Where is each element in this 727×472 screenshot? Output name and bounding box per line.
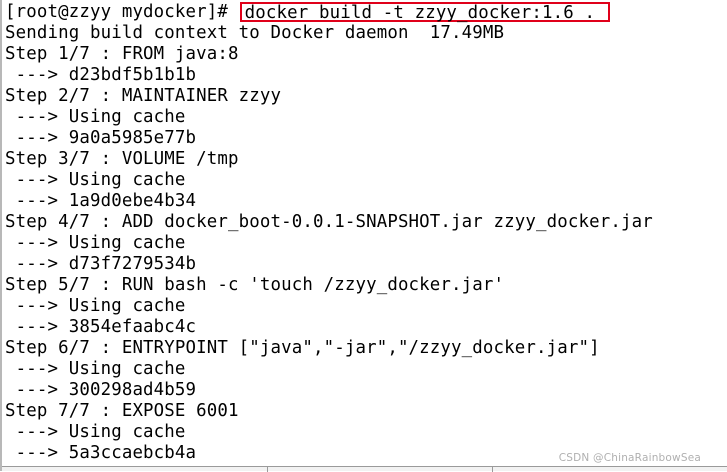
output-line: ---> 1a9d0ebe4b34 xyxy=(5,191,197,211)
output-line: Step 7/7 : EXPOSE 6001 xyxy=(5,401,239,421)
output-line: ---> Using cache xyxy=(5,170,186,190)
output-line: ---> Using cache xyxy=(5,233,186,253)
output-line: Step 5/7 : RUN bash -c 'touch /zzyy_dock… xyxy=(5,275,505,295)
output-line: Step 2/7 : MAINTAINER zzyy xyxy=(5,86,282,106)
shell-prompt: [root@zzyy mydocker]# xyxy=(5,2,239,22)
scrollbar-divider xyxy=(267,466,268,472)
terminal-output: [root@zzyy mydocker]# docker build -t zz… xyxy=(5,2,653,464)
output-line: Step 6/7 : ENTRYPOINT ["java","-jar","/z… xyxy=(5,338,600,358)
scrollbar-divider xyxy=(492,466,493,472)
highlighted-command: docker build -t zzyy_docker:1.6 . xyxy=(239,2,611,22)
output-line: ---> 300298ad4b59 xyxy=(5,380,197,400)
output-line: Sending build context to Docker daemon 1… xyxy=(5,23,505,43)
command-line: [root@zzyy mydocker]# docker build -t zz… xyxy=(5,2,653,23)
output-line: ---> Using cache xyxy=(5,359,186,379)
output-line: ---> d23bdf5b1b1b xyxy=(5,65,197,85)
output-line: Step 3/7 : VOLUME /tmp xyxy=(5,149,239,169)
output-line: Step 4/7 : ADD docker_boot-0.0.1-SNAPSHO… xyxy=(5,212,653,232)
output-line: Step 1/7 : FROM java:8 xyxy=(5,44,239,64)
output-line: ---> Using cache xyxy=(5,422,186,442)
output-line: ---> Using cache xyxy=(5,296,186,316)
output-line: ---> 9a0a5985e77b xyxy=(5,128,197,148)
output-line: ---> d73f7279534b xyxy=(5,254,197,274)
output-line: ---> Using cache xyxy=(5,107,186,127)
terminal-scrollbar[interactable] xyxy=(2,466,727,472)
output-line: ---> 3854efaabc4c xyxy=(5,317,197,337)
output-line: ---> 5a3ccaebcb4a xyxy=(5,443,197,463)
watermark: CSDN @ChinaRainbowSea xyxy=(558,452,701,464)
